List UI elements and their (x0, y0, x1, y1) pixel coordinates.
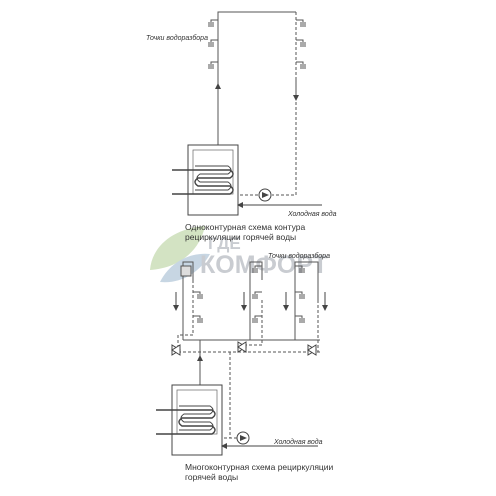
cold-water-label: Холодная вода (287, 210, 337, 218)
caption-line1: Одноконтурная схема контура (185, 222, 305, 232)
tap-point-icon (296, 19, 306, 27)
hot-water-supply-pipe (217, 11, 296, 145)
tap-point-icon (295, 315, 305, 323)
supply-risers (182, 261, 319, 340)
circulation-pump-icon (236, 431, 250, 445)
tap-point-icon (252, 265, 262, 273)
tap-point-icon (208, 39, 218, 47)
caption-line2: горячей воды (185, 472, 238, 482)
tap-point-icon (208, 19, 218, 27)
balancing-valve-icon (171, 344, 181, 356)
tap-point-icon (295, 265, 305, 273)
caption-line2: рециркуляции горячей воды (185, 232, 296, 242)
heating-coil-icon (156, 409, 216, 435)
recirculation-return-pipe (272, 12, 297, 196)
branch-2-riser (249, 261, 263, 340)
tap-point-icon (193, 315, 203, 323)
tap-point-icon (296, 61, 306, 69)
tap-points-label: Точки водоразбора (146, 34, 208, 42)
caption-line1: Многоконтурная схема рециркуляции (185, 462, 334, 472)
branch-1-riser (182, 261, 194, 340)
tap-points-left (208, 19, 218, 69)
tap-points (180, 265, 305, 323)
branch-1-return (177, 280, 194, 350)
watermark-line2: КОМФОРТ (200, 251, 328, 279)
bottom-scheme: Точки водоразбора Холод (156, 252, 334, 482)
tap-point-icon (295, 291, 305, 299)
tap-points-right (296, 19, 306, 69)
balancing-valve-icon (307, 344, 317, 356)
balancing-valves (171, 341, 317, 356)
tap-point-icon (208, 61, 218, 69)
return-to-pump-pipe (229, 352, 243, 439)
boiler-tank-icon (172, 144, 239, 216)
tap-points-label: Точки водоразбора (268, 252, 330, 260)
top-scheme: Точки водоразбора Холодная вода Одноконт… (146, 11, 337, 242)
branch-2-return (243, 300, 263, 346)
branch-3-riser (294, 261, 319, 340)
tap-point-icon (180, 265, 192, 277)
watermark-leaf-icon (150, 226, 205, 270)
cold-water-label: Холодная вода (273, 438, 323, 446)
tap-point-icon (252, 291, 262, 299)
circulation-pump-icon (258, 188, 272, 202)
branch-flow-arrows (173, 292, 328, 311)
heating-coil-icon (172, 169, 234, 195)
tap-point-icon (296, 39, 306, 47)
branch-3-return (312, 300, 319, 353)
tap-point-icon (252, 315, 262, 323)
balancing-valve-icon (237, 341, 247, 353)
boiler-tank-icon (156, 384, 223, 456)
watermark-line1: ГДЕ (208, 234, 241, 253)
tap-point-icon (193, 291, 203, 299)
